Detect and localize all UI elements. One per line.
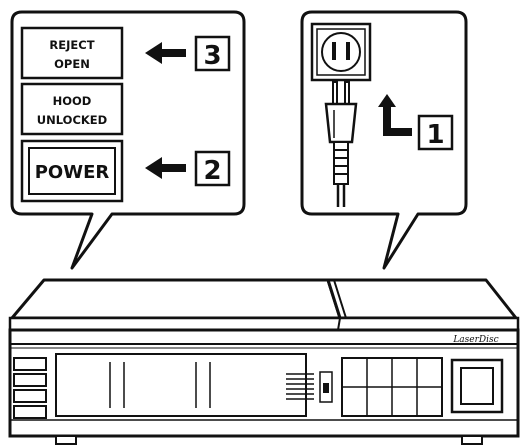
step-2-badge: 2 [194,150,231,187]
player-power-button[interactable] [13,389,47,403]
hood-unlocked-indicator: HOOD UNLOCKED [20,82,124,136]
player-foot-right [461,435,483,445]
laserdisc-brand-label: LaserDisc [452,335,498,345]
step-3-badge: 3 [194,35,231,72]
laserdisc-player: LaserDisc [8,278,520,445]
arrow-left-icon [145,157,186,179]
disc-tray-door [55,353,307,417]
unlocked-label: UNLOCKED [37,113,107,127]
vent-grille [286,373,314,400]
hood-button[interactable] [13,373,47,387]
step-1-badge: 1 [417,114,454,151]
power-button[interactable]: POWER [20,139,124,203]
left-button-stack [13,357,47,419]
player-lid-right [326,278,518,320]
wall-outlet-icon [310,22,372,82]
reject-label: REJECT [49,38,94,52]
power-plug-icon [324,81,358,207]
step-2-number: 2 [203,156,221,186]
arrow-up-icon [378,94,412,136]
step-3-number: 3 [203,41,221,71]
player-lid-left [10,278,342,320]
open-label: OPEN [54,57,90,71]
power-label: POWER [35,162,110,183]
control-button-grid [341,357,443,417]
reject-open-indicator: REJECT OPEN [20,26,124,80]
step-1-number: 1 [426,120,444,150]
slider-switch[interactable] [319,371,333,403]
player-foot-left [55,435,77,445]
reject-button[interactable] [13,357,47,371]
display-window [450,358,504,414]
arrow-left-icon [145,42,186,64]
hood-label: HOOD [53,94,92,108]
player-extra-button[interactable] [13,405,47,419]
